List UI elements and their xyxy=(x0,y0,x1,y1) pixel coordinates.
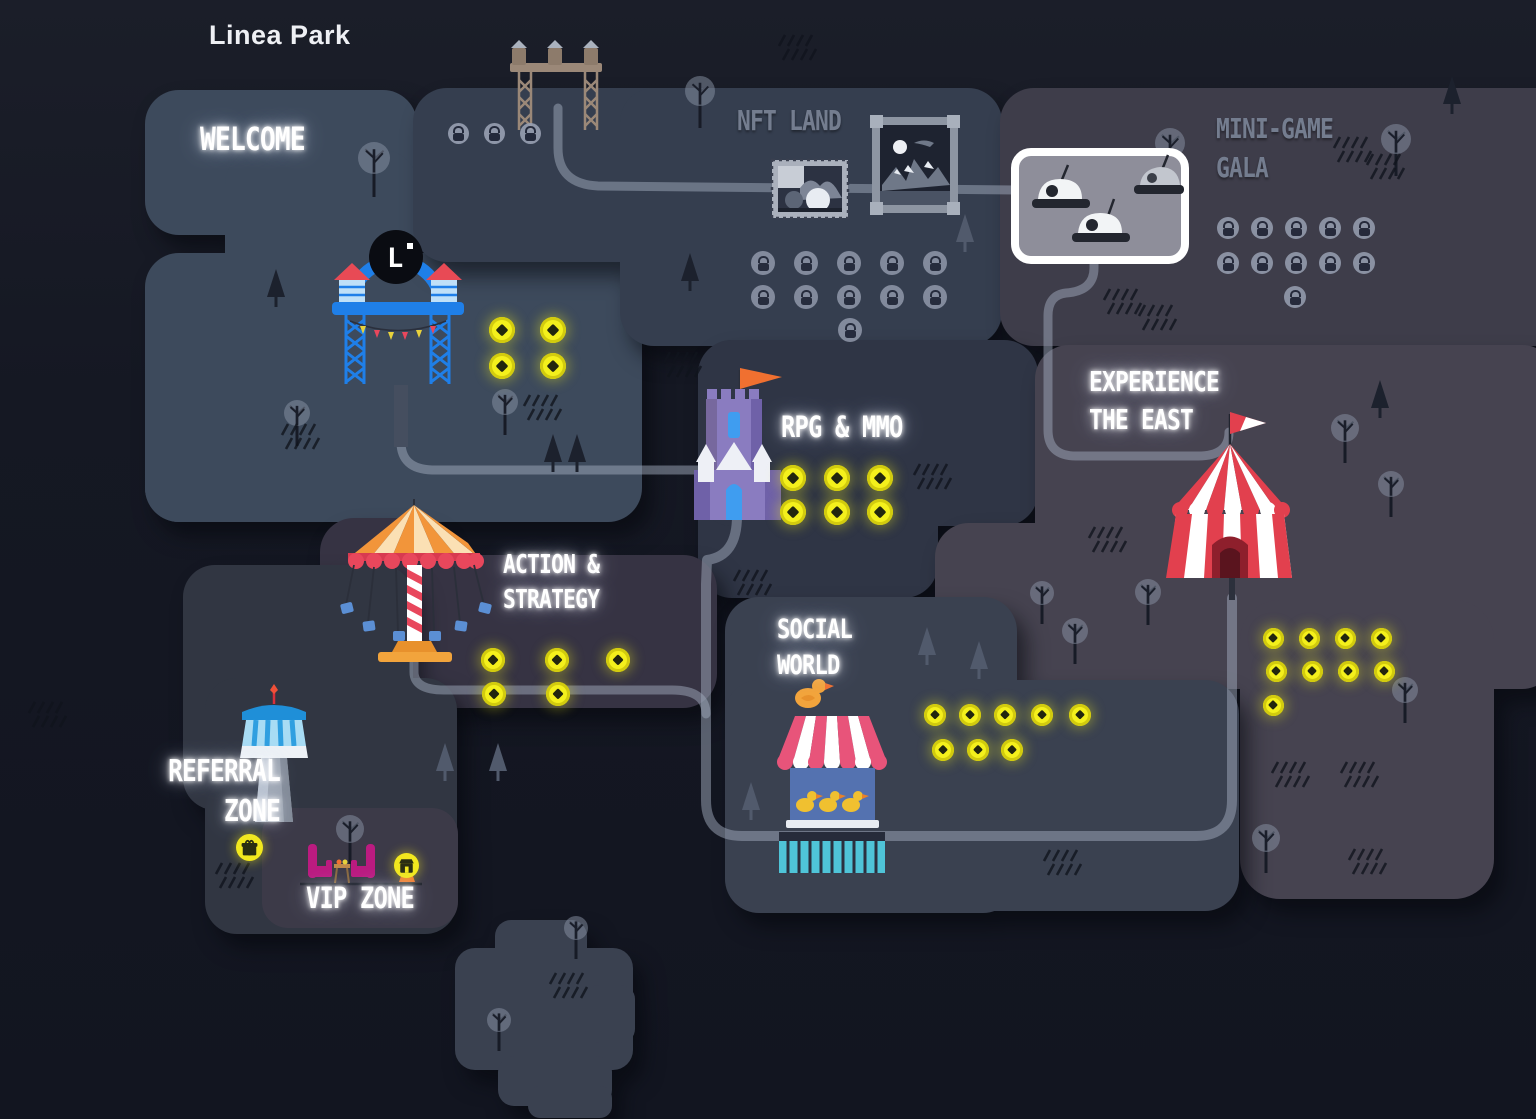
lock-mini_game_gala[interactable] xyxy=(1251,252,1273,274)
coin-welcome[interactable] xyxy=(540,317,566,343)
coin-experience_the_east[interactable] xyxy=(1301,660,1323,682)
lock-nft_land[interactable] xyxy=(923,285,947,309)
coin-rpg_mmo[interactable] xyxy=(824,465,850,491)
zone-label-mini-game-gala: MINI-GAME GALA xyxy=(1216,112,1334,184)
lock-mini_game_gala[interactable] xyxy=(1353,252,1375,274)
coin-rpg_mmo[interactable] xyxy=(867,465,893,491)
lock-mini_game_gala[interactable] xyxy=(1353,217,1375,239)
coin-rpg_mmo[interactable] xyxy=(780,465,806,491)
lock-nft_land[interactable] xyxy=(923,251,947,275)
pine-tree-icon xyxy=(489,743,507,781)
coin-action_strategy[interactable] xyxy=(606,648,630,672)
lock-welcome[interactable] xyxy=(519,122,541,144)
rpg-castle[interactable] xyxy=(690,362,785,520)
hatch-marks xyxy=(27,701,68,728)
coin-welcome[interactable] xyxy=(489,317,515,343)
coin-experience_the_east[interactable] xyxy=(1373,660,1395,682)
referral-tower[interactable] xyxy=(230,682,320,824)
zone-label-rpg-mmo: RPG & MMO xyxy=(781,410,903,444)
lock-nft_land[interactable] xyxy=(751,251,775,275)
coin-social_world[interactable] xyxy=(967,739,989,761)
coin-experience_the_east[interactable] xyxy=(1262,694,1284,716)
zone-label-welcome: WELCOME xyxy=(200,120,306,158)
coaster-gate[interactable] xyxy=(505,35,605,135)
page-title: Linea Park xyxy=(209,20,351,50)
lock-nft_land[interactable] xyxy=(880,251,904,275)
linea-logo: L xyxy=(387,243,403,274)
zone-label-vip-zone: VIP ZONE xyxy=(306,881,415,915)
coin-welcome[interactable] xyxy=(489,353,515,379)
lock-mini_game_gala[interactable] xyxy=(1319,252,1341,274)
coin-rpg_mmo[interactable] xyxy=(867,499,893,525)
coin-social_world[interactable] xyxy=(924,704,946,726)
nft-stamp-picture[interactable] xyxy=(770,158,850,220)
lock-welcome[interactable] xyxy=(447,122,469,144)
coin-action_strategy[interactable] xyxy=(482,682,506,706)
coin-social_world[interactable] xyxy=(959,704,981,726)
coin-experience_the_east[interactable] xyxy=(1298,627,1320,649)
lock-nft_land[interactable] xyxy=(751,285,775,309)
coin-action_strategy[interactable] xyxy=(481,648,505,672)
lock-welcome[interactable] xyxy=(483,122,505,144)
coin-experience_the_east[interactable] xyxy=(1337,660,1359,682)
coin-social_world[interactable] xyxy=(932,739,954,761)
zone-label-nft-land: NFT LAND xyxy=(737,104,842,137)
zone-label-social-world: SOCIAL WORLD xyxy=(777,614,853,682)
coin-action_strategy[interactable] xyxy=(545,648,569,672)
lock-mini_game_gala[interactable] xyxy=(1285,217,1307,239)
coin-experience_the_east[interactable] xyxy=(1262,627,1284,649)
welcome-arch[interactable]: L xyxy=(330,228,466,393)
coin-social_world[interactable] xyxy=(1001,739,1023,761)
lock-nft_land[interactable] xyxy=(838,318,862,342)
coin-rpg_mmo[interactable] xyxy=(824,499,850,525)
lock-mini_game_gala[interactable] xyxy=(1284,286,1306,308)
lock-nft_land[interactable] xyxy=(837,285,861,309)
zone-label-referral-zone: REFERRAL ZONE xyxy=(168,754,281,830)
swing-carousel[interactable] xyxy=(340,495,492,670)
zone-label-experience-the-east: EXPERIENCE THE EAST xyxy=(1089,365,1220,436)
circus-tent[interactable] xyxy=(1150,400,1310,580)
lock-mini_game_gala[interactable] xyxy=(1285,252,1307,274)
lock-nft_land[interactable] xyxy=(794,251,818,275)
zone-label-action-strategy: ACTION & STRATEGY xyxy=(503,550,600,615)
coin-social_world[interactable] xyxy=(1031,704,1053,726)
lock-mini_game_gala[interactable] xyxy=(1217,217,1239,239)
duck-booth[interactable] xyxy=(765,672,900,877)
coin-experience_the_east[interactable] xyxy=(1334,627,1356,649)
shop-icon[interactable] xyxy=(393,852,419,878)
coin-experience_the_east[interactable] xyxy=(1265,660,1287,682)
hatch-marks xyxy=(777,34,818,61)
coin-action_strategy[interactable] xyxy=(546,682,570,706)
lock-mini_game_gala[interactable] xyxy=(1319,217,1341,239)
coin-experience_the_east[interactable] xyxy=(1370,627,1392,649)
lock-nft_land[interactable] xyxy=(880,285,904,309)
coin-social_world[interactable] xyxy=(994,704,1016,726)
lock-mini_game_gala[interactable] xyxy=(1217,252,1239,274)
lock-nft_land[interactable] xyxy=(837,251,861,275)
bumper-cars-card[interactable] xyxy=(1010,147,1190,265)
lock-nft_land[interactable] xyxy=(794,285,818,309)
lock-mini_game_gala[interactable] xyxy=(1251,217,1273,239)
coin-welcome[interactable] xyxy=(540,353,566,379)
coin-social_world[interactable] xyxy=(1069,704,1091,726)
nft-framed-picture[interactable] xyxy=(870,115,960,215)
coin-rpg_mmo[interactable] xyxy=(780,499,806,525)
gift-icon[interactable] xyxy=(235,833,263,861)
